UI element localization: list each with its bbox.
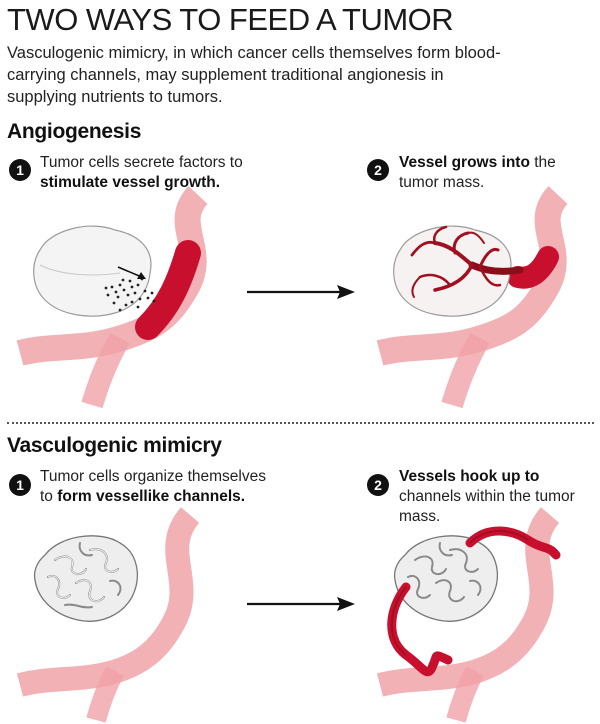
- step-caption-bold: form vessellike channels.: [57, 488, 246, 505]
- step-caption: Tumor cells organize themselves to form …: [40, 467, 270, 507]
- page-subtitle: Vasculogenic mimicry, in which cancer ce…: [7, 44, 501, 106]
- step-number-badge: 2: [367, 474, 389, 496]
- angiogenesis-step1-illustration: [16, 186, 209, 409]
- blood-vessel: [376, 186, 569, 366]
- tumor-mass: [393, 225, 512, 317]
- step-caption-bold: Vessels hook up to: [399, 468, 540, 485]
- page-title: TWO WAYS TO FEED A TUMOR: [7, 2, 454, 37]
- step-caption: Vessels hook up to channels within the t…: [399, 467, 599, 527]
- section-heading-vasculogenic-mimicry: Vasculogenic mimicry: [7, 434, 222, 457]
- mimicry-step2-illustration: [376, 507, 561, 723]
- capillary-network: [410, 225, 502, 298]
- tumor-mass: [393, 535, 498, 622]
- blood-vessel-branch: [441, 332, 490, 409]
- step-caption-bold: stimulate vessel growth.: [40, 174, 221, 191]
- direction-arrow: [117, 266, 146, 279]
- step-caption: Vessel grows into the tumor mass.: [399, 153, 589, 193]
- step-caption-plain: Tumor cells secrete factors to: [40, 154, 243, 171]
- tumor-mass: [33, 535, 138, 622]
- process-arrow-icon: [247, 285, 355, 299]
- vessellike-channels: [407, 542, 482, 603]
- activated-vessel-segment: [135, 240, 201, 340]
- blood-vessel: [376, 507, 560, 697]
- step-number-badge: 1: [9, 474, 31, 496]
- step-number-badge: 1: [9, 159, 31, 181]
- step-caption-bold: Vessel grows into: [399, 154, 530, 171]
- blood-vessel: [16, 507, 200, 697]
- step-number-badge: 2: [367, 159, 389, 181]
- step-caption: Tumor cells secrete factors to stimulate…: [40, 153, 260, 193]
- blood-vessel-branch: [446, 666, 484, 723]
- section-divider: [7, 422, 594, 424]
- step-caption-plain: the tumor mass.: [399, 154, 556, 191]
- step-caption-plain: Tumor cells organize themselves to: [40, 468, 266, 505]
- step-caption-plain: channels within the tumor mass.: [399, 488, 575, 525]
- blood-vessel-branch: [86, 666, 124, 723]
- angiogenesis-step2-illustration: [376, 186, 569, 409]
- mimicry-step1-illustration: [16, 507, 200, 723]
- blood-vessel-branch: [81, 332, 130, 409]
- process-arrow-icon: [247, 597, 355, 611]
- activated-vessel-segment: [507, 246, 559, 289]
- new-vessel-sprout: [468, 261, 524, 275]
- section-heading-angiogenesis: Angiogenesis: [7, 120, 142, 143]
- tumor-mass: [33, 225, 152, 317]
